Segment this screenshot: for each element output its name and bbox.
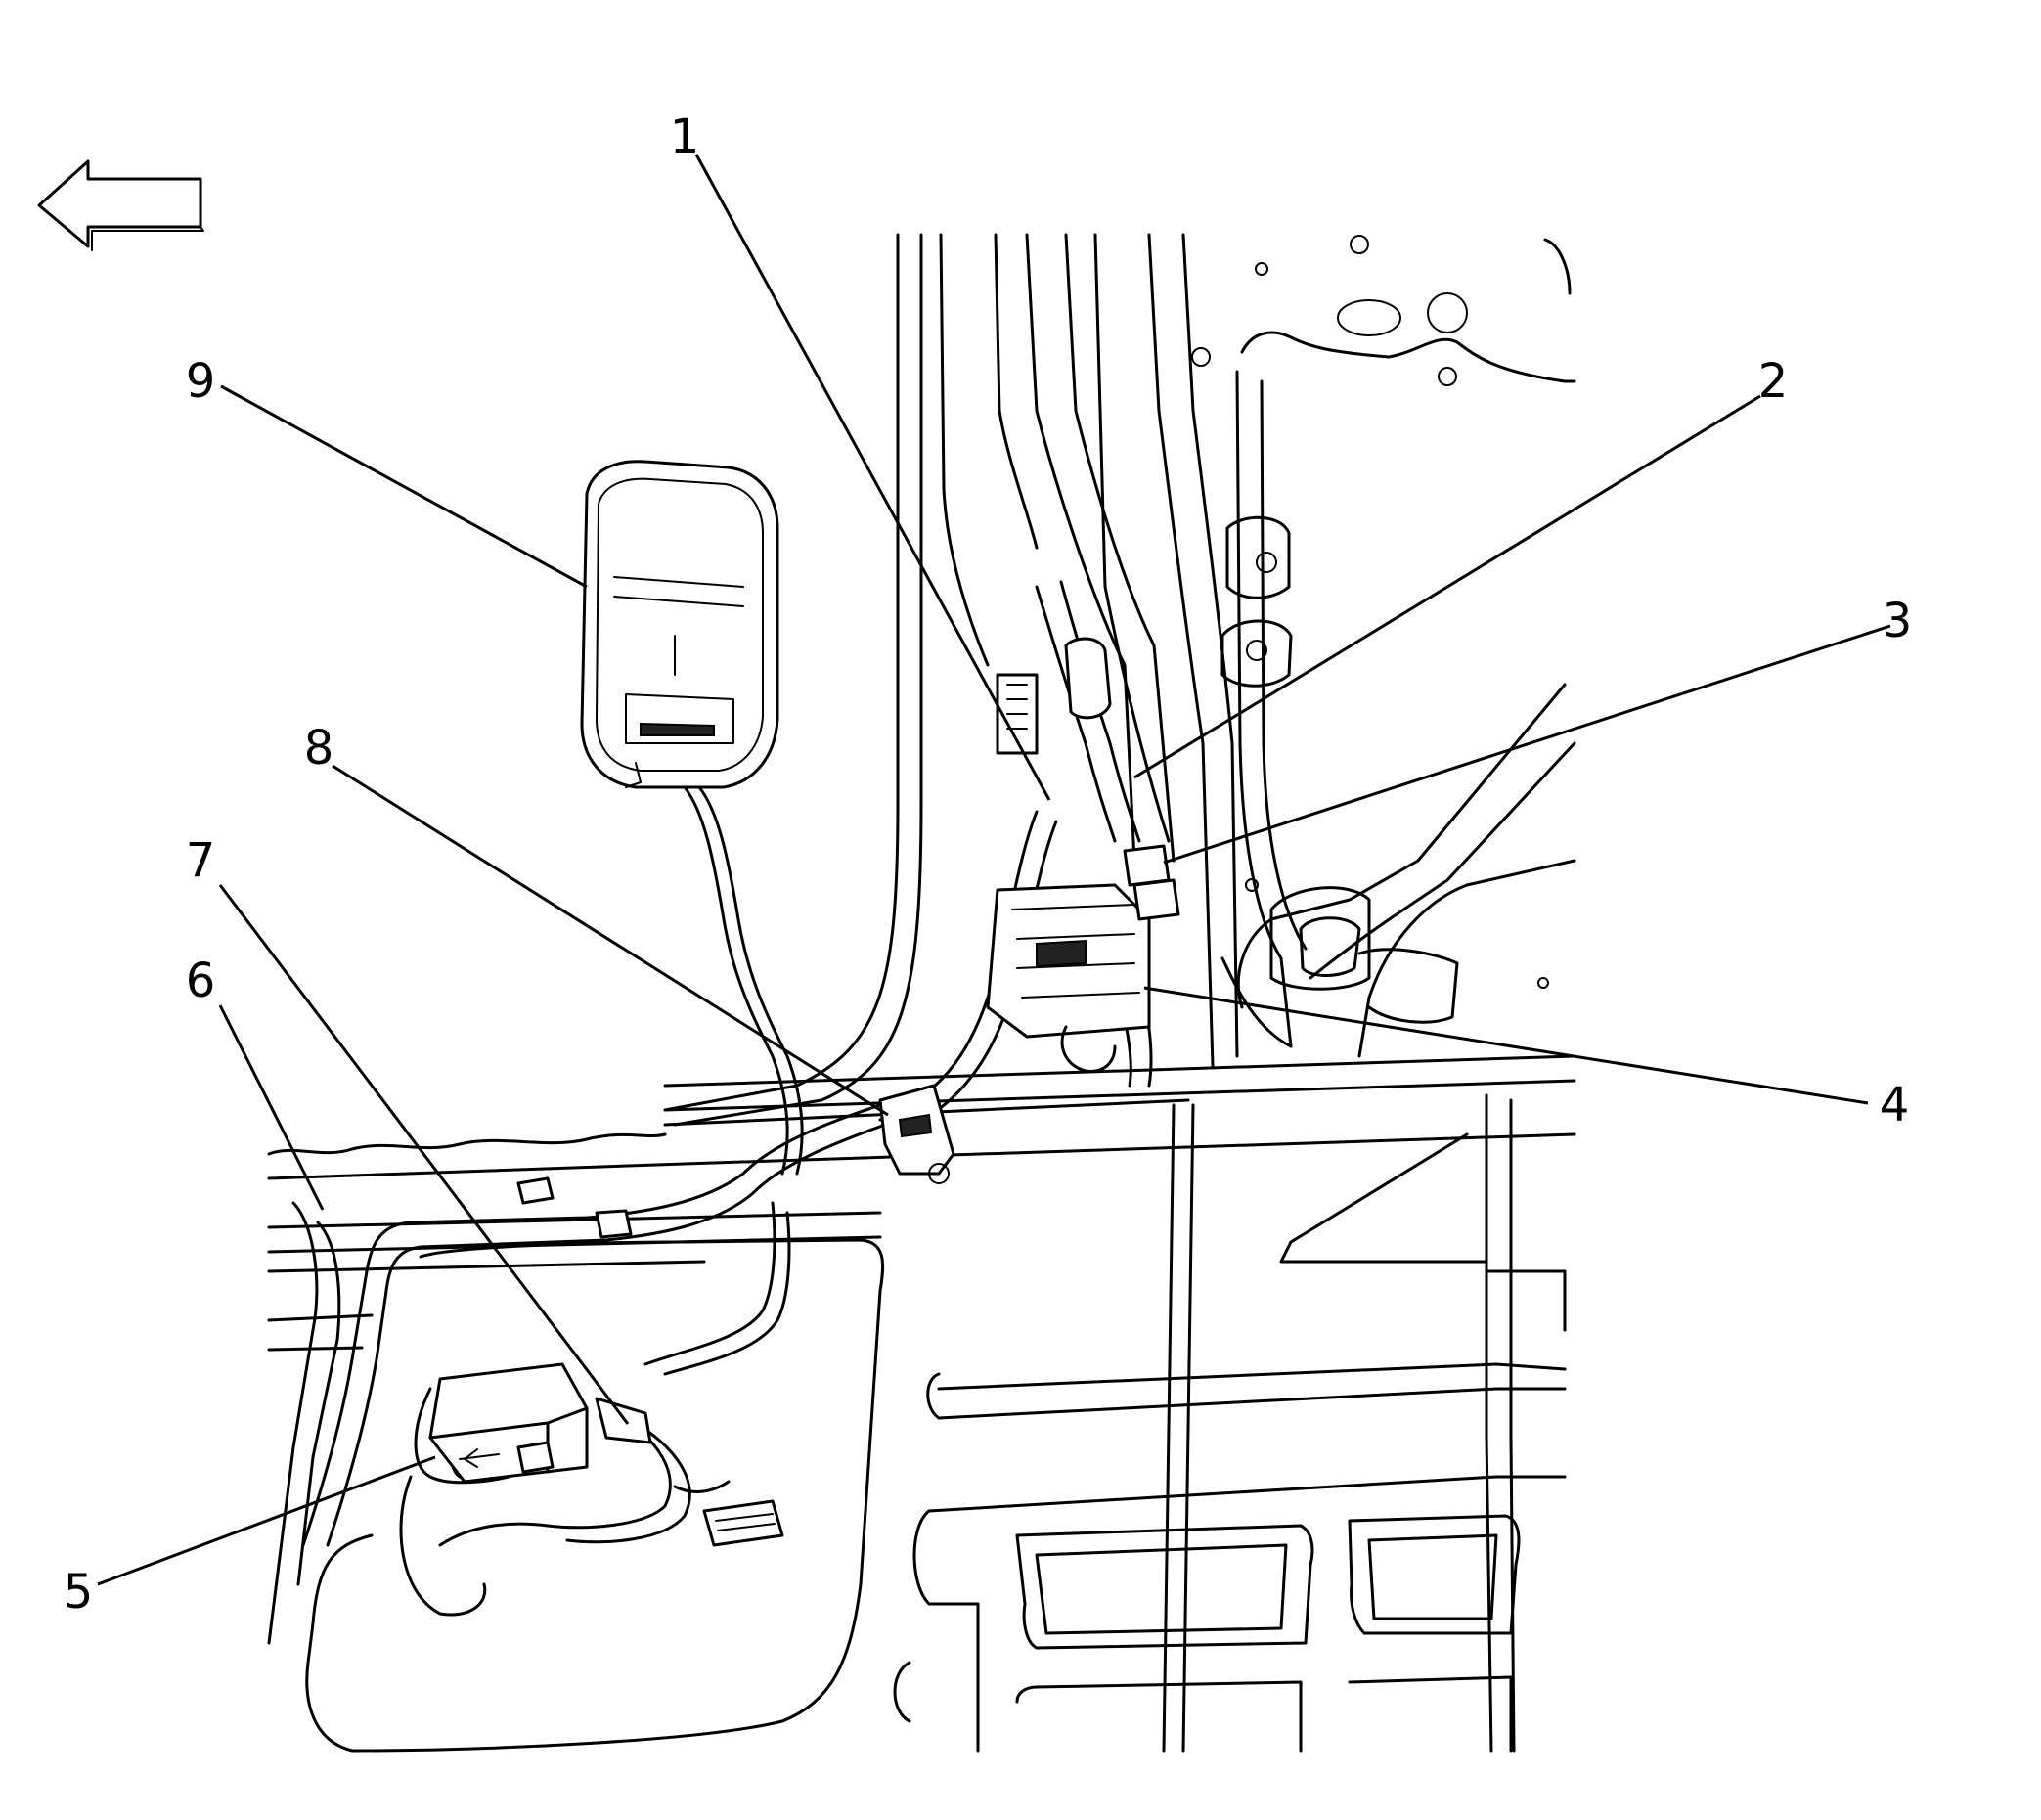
callout-7: 7 [186,833,216,888]
leader-7 [218,884,630,1425]
left-arrow-icon [37,159,204,251]
callout-3: 3 [1883,594,1913,648]
connector [516,1176,784,1547]
leader-3 [1163,624,1891,865]
callout-1: 1 [670,110,700,164]
side-airbag-module [580,460,804,1176]
callout-labels: 1 2 3 4 5 6 7 8 9 [64,110,1913,1620]
leader-9 [220,384,588,589]
leader-1 [694,154,1051,801]
leader-6 [218,1004,325,1211]
callout-6: 6 [186,954,216,1008]
leader-4 [1143,986,1869,1105]
anchor-bracket [878,1084,955,1184]
leader-5 [97,1455,436,1586]
callout-5: 5 [64,1565,94,1620]
callout-4: 4 [1880,1078,1910,1132]
leader-lines [97,154,1891,1586]
callout-9: 9 [186,354,216,409]
vehicle-body-structure [267,233,1576,1753]
callout-8: 8 [304,721,334,776]
leader-8 [332,764,889,1117]
sensing-diagnostic-module [428,1362,652,1484]
callout-2: 2 [1758,354,1789,409]
leader-2 [1133,394,1761,779]
seat-belt-retractor-assembly [986,844,1180,1073]
